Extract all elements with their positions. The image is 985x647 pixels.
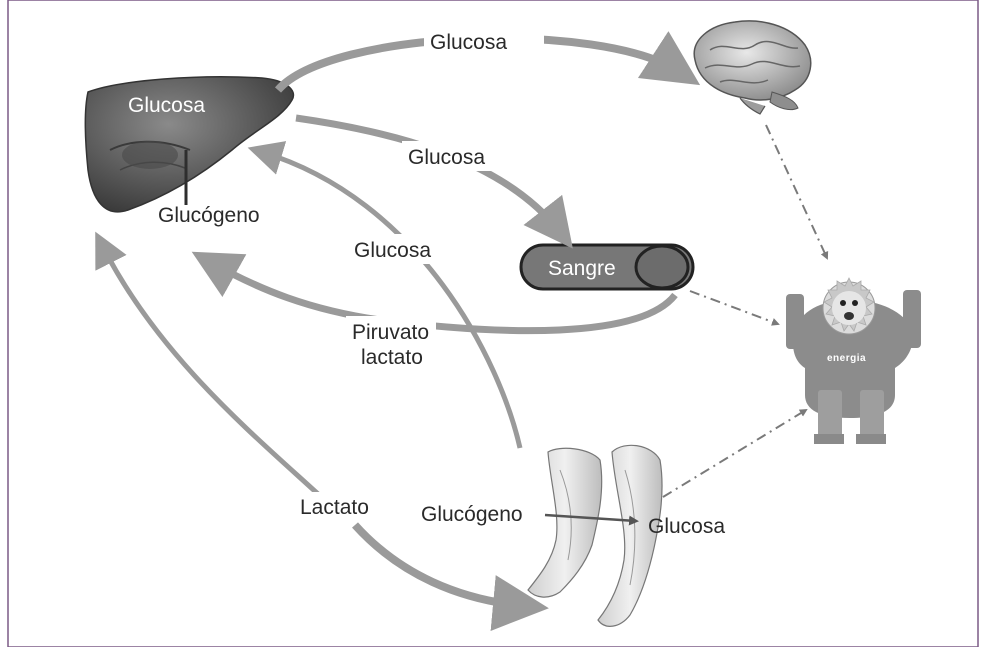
muscle-to-energy-arrow xyxy=(663,410,806,497)
glucosa-top-label-group: Glucosa xyxy=(424,25,544,57)
energia-label: energia xyxy=(827,353,866,364)
sangre-label: Sangre xyxy=(548,257,616,280)
muscle-arm-icon xyxy=(528,445,662,626)
lactato-label: Lactato xyxy=(300,496,369,519)
piruvato-lactato-label-group: Piruvato lactato xyxy=(346,316,436,372)
brain-to-energy-arrow xyxy=(766,125,827,258)
liver-glucosa-label: Glucosa xyxy=(128,94,205,117)
piruvato-label: Piruvato xyxy=(352,321,429,344)
glucosa-to-blood-label: Glucosa xyxy=(408,146,485,169)
piruvato-lactato-label: lactato xyxy=(361,346,423,369)
glucosa-top-label: Glucosa xyxy=(430,31,507,54)
sun-face-icon xyxy=(823,278,875,334)
muscle-glucogeno-label: Glucógeno xyxy=(421,503,523,526)
lactato-bottom-arrow xyxy=(355,525,525,606)
liver-glucogeno-label: Glucógeno xyxy=(158,204,260,227)
glucosa-to-muscle-label-group: Glucosa xyxy=(348,234,444,264)
glucosa-to-blood-label-group: Glucosa xyxy=(402,141,498,171)
blood-to-energy-arrow xyxy=(690,291,778,324)
brain-icon xyxy=(694,21,810,114)
liver-to-blood-arrow xyxy=(296,118,560,232)
lactato-label-group: Lactato xyxy=(294,492,384,522)
lactato-up-arrow xyxy=(102,245,330,505)
muscle-glucosa-label: Glucosa xyxy=(648,515,725,538)
glucosa-to-muscle-label: Glucosa xyxy=(354,239,431,262)
